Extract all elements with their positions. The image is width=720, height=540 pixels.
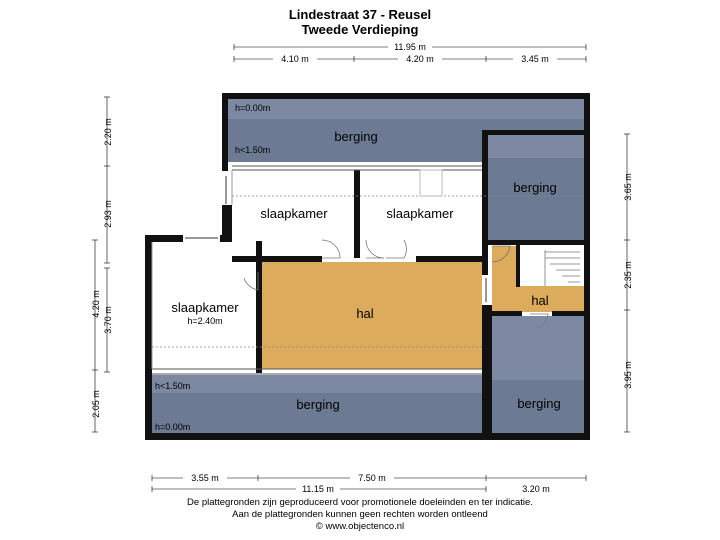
label-bottom-h150: h<1.50m [155, 381, 190, 391]
dim-right-1: 3.65 m [623, 173, 633, 201]
dim-left-3: 4.20 m [91, 290, 101, 318]
wall-bedroom-left-right [256, 241, 262, 373]
dim-right-3: 3.95 m [623, 361, 633, 389]
dim-left-5: 2.05 m [91, 390, 101, 418]
wall-between-bedrooms [354, 170, 360, 258]
dim-top-1: 4.10 m [281, 54, 309, 64]
stairs-icon [544, 250, 580, 286]
door-bedroom-1 [321, 239, 341, 259]
wall-bedrooms-bottom-left [232, 256, 322, 262]
label-berging-top: berging [334, 129, 377, 144]
dim-bottom-1: 3.55 m [191, 473, 219, 483]
label-berging-bottom: berging [296, 397, 339, 412]
wall-left-top [145, 235, 183, 242]
label-berging-top-right: berging [513, 180, 556, 195]
hal-main-fill [262, 262, 482, 369]
wall-hal-right [482, 130, 488, 275]
walls [145, 93, 590, 440]
label-bottom-h0: h=0.00m [155, 422, 190, 432]
label-slaapkamer-left-height: h=2.40m [187, 316, 222, 326]
dotted-lines [152, 195, 584, 348]
label-hal-right: hal [531, 293, 548, 308]
door-berging-right [530, 313, 549, 329]
stair-box [520, 246, 584, 286]
label-slaapkamer-left: slaapkamer [171, 300, 239, 315]
label-berging-bottom-right: berging [517, 396, 560, 411]
label-hal-main: hal [356, 306, 373, 321]
dim-top-3: 3.45 m [521, 54, 549, 64]
wall-stair-left [516, 245, 520, 287]
right-dimensions [624, 133, 630, 433]
door-bedroom-2b [386, 239, 407, 259]
label-slaapkamer-2: slaapkamer [386, 206, 454, 221]
dim-left-2: 2.93 m [103, 200, 113, 228]
wall-top-right-bottom [482, 240, 590, 245]
dim-bottom-2: 7.50 m [358, 473, 386, 483]
dim-left-4: 3.70 m [103, 306, 113, 334]
footer-disclaimer-2: Aan de plattegronden kunnen geen rechten… [232, 509, 488, 520]
door-bedroom-left [243, 272, 259, 291]
label-slaapkamer-1: slaapkamer [260, 206, 328, 221]
label-top-h0: h=0.00m [235, 103, 270, 113]
door-bedroom-2 [365, 239, 385, 259]
wall-hal-right-bottom-2 [552, 311, 590, 316]
doors [243, 239, 549, 329]
left-dimensions [92, 96, 110, 433]
dim-bottom-total: 11.15 m [302, 484, 334, 494]
wall-small-vert [222, 205, 232, 241]
berging-bottom-right-light-strip [492, 316, 584, 380]
footer-disclaimer-1: De plattegronden zijn geproduceerd voor … [187, 497, 533, 508]
door-hal-right [491, 245, 511, 263]
wall-right [584, 93, 590, 440]
wall-top-right-box [482, 130, 590, 135]
wall-bottom [145, 433, 590, 440]
footer-copyright: © www.objectenco.nl [315, 521, 405, 532]
wall-top-left [222, 93, 228, 171]
dim-top-total: 11.95 m [394, 42, 426, 52]
wall-bedrooms-bottom-right [416, 256, 482, 262]
dim-top-2: 4.20 m [406, 54, 434, 64]
dim-right-2: 2.35 m [623, 261, 633, 289]
wall-berging-right-left [482, 305, 492, 440]
wall-top [222, 93, 590, 99]
plan-subtitle: Tweede Verdieping [301, 22, 419, 37]
plan-title: Lindestraat 37 - Reusel [288, 7, 432, 22]
slaapkamer-2-fill [360, 170, 482, 260]
wall-left [145, 235, 152, 440]
dim-left-1: 2.20 m [103, 118, 113, 146]
berging-bottom-light-strip [152, 375, 482, 393]
dim-bottom-3: 3.20 m [522, 484, 550, 494]
label-top-h150: h<1.50m [235, 145, 270, 155]
wall-hal-right-bottom [492, 311, 522, 316]
berging-top-light-strip [228, 99, 584, 119]
berging-top-right-light-strip [488, 134, 584, 158]
window-marks [185, 169, 487, 302]
